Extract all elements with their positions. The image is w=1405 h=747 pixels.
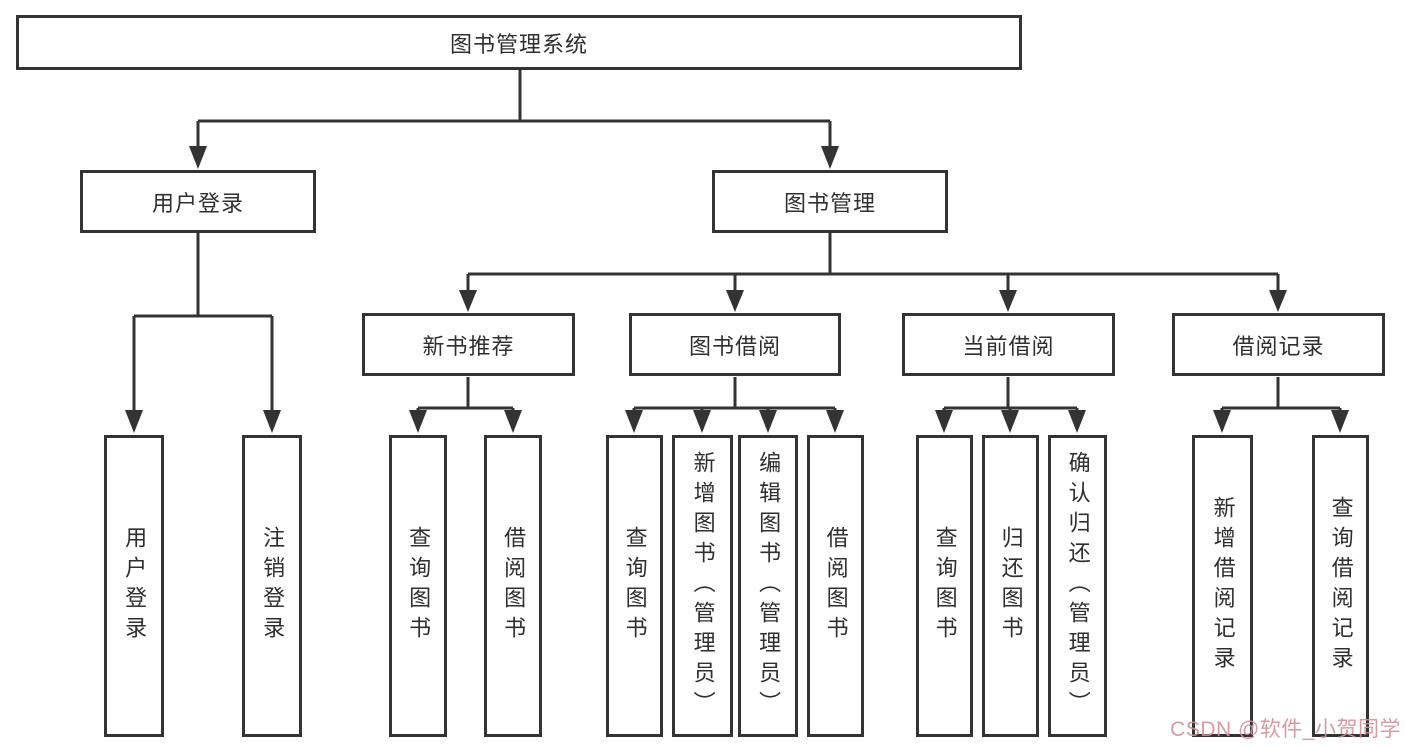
node-label: 图书管理系统 bbox=[449, 31, 588, 57]
node-label: 借阅图书 bbox=[501, 526, 527, 646]
connector-new-book-recommend-to-children bbox=[416, 377, 515, 413]
node-label: 当前借阅 bbox=[962, 333, 1055, 359]
node-label: 用户登录 bbox=[151, 190, 244, 216]
node-logout: 注销登录 bbox=[242, 435, 302, 737]
connector-book-borrow-to-children bbox=[632, 377, 837, 413]
arrowheads bbox=[125, 146, 1349, 433]
node-label: 查询图书 bbox=[932, 526, 958, 646]
node-user-login-leaf: 用户登录 bbox=[104, 435, 164, 737]
node-book-borrow: 图书借阅 bbox=[629, 313, 841, 376]
node-label: 查询图书 bbox=[406, 526, 432, 646]
connector-current-borrow-to-children bbox=[942, 377, 1079, 413]
connector-root-to-level2 bbox=[196, 70, 832, 149]
node-label: 注销登录 bbox=[260, 526, 286, 646]
node-label: 编辑图书（管理员） bbox=[756, 451, 782, 721]
node-borrow-books-recommend: 借阅图书 bbox=[484, 435, 542, 737]
node-query-books-current: 查询图书 bbox=[916, 435, 973, 737]
node-label: 新增借阅记录 bbox=[1210, 496, 1236, 676]
node-new-book-recommend: 新书推荐 bbox=[362, 313, 575, 376]
node-user-login: 用户登录 bbox=[80, 170, 316, 233]
node-return-books: 归还图书 bbox=[982, 435, 1039, 737]
node-confirm-return-admin: 确认归还（管理员） bbox=[1048, 435, 1107, 737]
connector-book-management-to-level3 bbox=[466, 233, 1280, 293]
node-current-borrow: 当前借阅 bbox=[902, 313, 1115, 376]
node-label: 查询图书 bbox=[622, 526, 648, 646]
node-label: 借阅记录 bbox=[1232, 333, 1325, 359]
node-label: 新书推荐 bbox=[422, 333, 515, 359]
node-add-borrow-record: 新增借阅记录 bbox=[1192, 435, 1253, 737]
node-label: 图书借阅 bbox=[688, 333, 781, 359]
node-label: 确认归还（管理员） bbox=[1065, 451, 1091, 721]
node-label: 查询借阅记录 bbox=[1328, 496, 1354, 676]
node-label: 归还图书 bbox=[998, 526, 1024, 646]
connector-user-login-to-children bbox=[132, 233, 274, 414]
node-library-system: 图书管理系统 bbox=[16, 15, 1022, 70]
node-book-management: 图书管理 bbox=[712, 170, 948, 233]
node-borrow-books-leaf: 借阅图书 bbox=[807, 435, 864, 737]
node-label: 用户登录 bbox=[122, 526, 148, 646]
connector-borrow-records-to-children bbox=[1220, 377, 1342, 413]
node-query-books-recommend: 查询图书 bbox=[389, 435, 447, 737]
node-query-books-borrow: 查询图书 bbox=[606, 435, 663, 737]
node-label: 借阅图书 bbox=[823, 526, 849, 646]
node-query-borrow-record: 查询借阅记录 bbox=[1312, 435, 1369, 737]
node-label: 新增图书（管理员） bbox=[690, 451, 716, 721]
node-borrow-records: 借阅记录 bbox=[1172, 313, 1385, 376]
node-add-books-admin: 新增图书（管理员） bbox=[672, 435, 733, 737]
watermark: CSDN @软件_小贺同学 bbox=[1170, 718, 1401, 741]
node-edit-books-admin: 编辑图书（管理员） bbox=[738, 435, 798, 737]
node-label: 图书管理 bbox=[783, 190, 876, 216]
